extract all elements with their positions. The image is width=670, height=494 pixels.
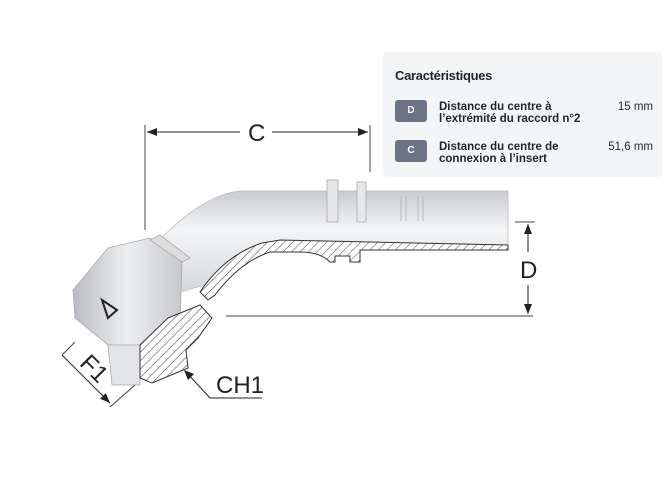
characteristic-value: 51,6 mm (608, 141, 653, 153)
fitting-body (72, 179, 509, 386)
label-d: D (520, 257, 537, 284)
characteristics-panel: Caractéristiques D Distance du centre à … (383, 52, 662, 177)
logo-triangle-icon (100, 297, 119, 320)
characteristic-description: Distance du centre de connexion à l’inse… (439, 141, 559, 165)
characteristic-value: 15 mm (617, 101, 653, 113)
dimension-ch1: CH1 (184, 370, 264, 399)
panel-title: Caractéristiques (395, 68, 493, 83)
dimension-d: D (226, 221, 537, 317)
label-ch1: CH1 (216, 372, 264, 399)
characteristic-row-d: D Distance du centre à l’extrémité du ra… (395, 100, 653, 130)
label-c: C (248, 120, 265, 147)
dimension-c: C (144, 120, 371, 230)
characteristic-description: Distance du centre à l’extrémité du racc… (439, 101, 581, 125)
badge-d: D (395, 100, 427, 122)
badge-c: C (395, 140, 427, 162)
label-f1: F1 (74, 349, 113, 388)
characteristic-row-c: C Distance du centre de connexion à l’in… (395, 140, 653, 170)
